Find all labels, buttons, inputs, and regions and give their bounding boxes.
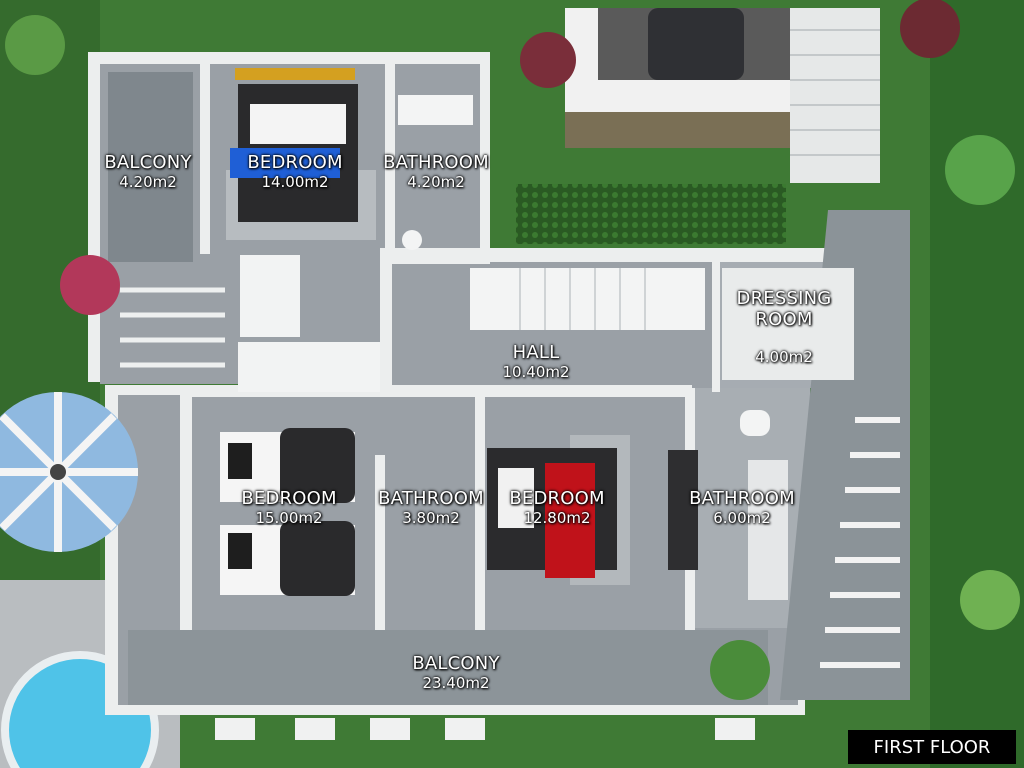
plant — [520, 32, 576, 88]
room-area: 12.80m2 — [523, 508, 591, 527]
floor-title: FIRST FLOOR — [848, 730, 1016, 764]
plant — [710, 640, 770, 700]
balcony-small — [108, 72, 193, 262]
wardrobe — [238, 342, 380, 392]
room-area: 4.20m2 — [119, 172, 177, 191]
room-label: BATHROOM 4.20m2 — [383, 152, 489, 191]
stairs — [470, 268, 705, 330]
room-name: BATHROOM — [383, 152, 489, 174]
room-area: 23.40m2 — [422, 673, 490, 692]
room-label: BALCONY 23.40m2 — [412, 653, 500, 692]
room-name: BALCONY — [104, 152, 192, 174]
room-area: 6.00m2 — [713, 508, 771, 527]
exterior-stairs — [790, 8, 880, 183]
room-area: 3.80m2 — [402, 508, 460, 527]
room-label: HALL 10.40m2 — [502, 342, 570, 381]
room-name: BEDROOM — [247, 152, 343, 174]
room-name: BATHROOM — [689, 488, 795, 510]
side-deck — [780, 210, 910, 700]
room-name: HALL — [512, 342, 560, 364]
plant — [5, 15, 65, 75]
balcony-long — [128, 630, 768, 705]
room-label: BALCONY 4.20m2 — [104, 152, 192, 191]
room-label: BEDROOM 12.80m2 — [509, 488, 605, 527]
wardrobe — [240, 255, 300, 337]
room-area: 14.00m2 — [261, 172, 329, 191]
plant — [960, 570, 1020, 630]
plant — [945, 135, 1015, 205]
room-name: DRESSING ROOM — [736, 288, 832, 331]
room-name: BEDROOM — [241, 488, 337, 510]
dressing-cabinet — [722, 268, 854, 380]
room-area: 10.40m2 — [502, 362, 570, 381]
room-area: 4.20m2 — [407, 172, 465, 191]
room-label: BATHROOM 3.80m2 — [378, 488, 484, 527]
room-area: 4.00m2 — [755, 348, 813, 367]
plant — [900, 0, 960, 58]
room-name: BALCONY — [412, 653, 500, 675]
room-label: BATHROOM 6.00m2 — [689, 488, 795, 527]
room-name: BATHROOM — [378, 488, 484, 510]
room-area: 15.00m2 — [255, 508, 323, 527]
room-label: DRESSING ROOM 4.00m2 — [737, 271, 832, 385]
plant — [60, 255, 120, 315]
room-label: BEDROOM 15.00m2 — [241, 488, 337, 527]
car — [648, 8, 744, 80]
grass-right — [930, 0, 1024, 768]
room-name: BEDROOM — [509, 488, 605, 510]
room-label: BEDROOM 14.00m2 — [247, 152, 343, 191]
